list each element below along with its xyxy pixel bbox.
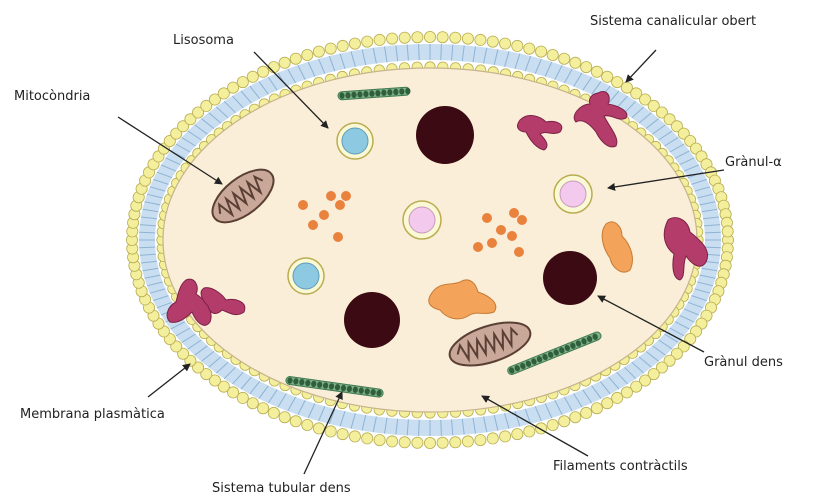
lipid-head-outer bbox=[424, 437, 435, 448]
canalicular-pointer bbox=[626, 50, 656, 82]
lipid-head-outer bbox=[547, 419, 558, 430]
lipid-head-outer bbox=[337, 429, 348, 440]
lipid-head-outer bbox=[559, 416, 570, 427]
lipid-head-outer bbox=[362, 36, 373, 47]
lipid-head-outer bbox=[487, 433, 498, 444]
lipid-head-outer bbox=[258, 66, 269, 77]
lipid-head-outer bbox=[399, 437, 410, 448]
lipid-head-outer bbox=[500, 38, 511, 49]
lipid-head-outer bbox=[247, 71, 258, 82]
lipid-head-outer bbox=[475, 435, 486, 446]
label-alpha-granule: Grànul-α bbox=[725, 156, 782, 169]
lipid-head-outer bbox=[450, 32, 461, 43]
lipid-head-outer bbox=[279, 412, 290, 423]
lipid-head-outer bbox=[547, 49, 558, 60]
lipid-head-outer bbox=[536, 46, 547, 57]
lipid-head-outer bbox=[412, 32, 423, 43]
label-mitochondria: Mitocòndria bbox=[14, 90, 90, 103]
lipid-head-outer bbox=[570, 412, 581, 423]
lipid-head-outer bbox=[302, 419, 313, 430]
lipid-head-outer bbox=[524, 43, 535, 54]
lipid-head-outer bbox=[450, 437, 461, 448]
lipid-head-outer bbox=[559, 53, 570, 64]
label-dense-granule: Grànul dens bbox=[704, 356, 783, 369]
lipid-head-outer bbox=[612, 392, 623, 403]
lipid-head-outer bbox=[512, 429, 523, 440]
lipid-head-outer bbox=[570, 57, 581, 68]
lipid-head-outer bbox=[290, 53, 301, 64]
lipid-head-outer bbox=[602, 398, 613, 409]
membrane-pointer bbox=[148, 364, 190, 397]
lipid-head-outer bbox=[581, 62, 592, 73]
lipid-tail bbox=[139, 232, 155, 233]
lipid-tail bbox=[705, 232, 721, 233]
lipid-head-outer bbox=[591, 66, 602, 77]
lipid-head-outer bbox=[524, 426, 535, 437]
lipid-head-outer bbox=[349, 431, 360, 442]
lipid-head-outer bbox=[591, 403, 602, 414]
lipid-head-outer bbox=[387, 33, 398, 44]
lipid-tail bbox=[441, 420, 442, 436]
lipid-head-outer bbox=[290, 416, 301, 427]
lipid-head-outer bbox=[325, 426, 336, 437]
lipid-head-outer bbox=[437, 32, 448, 43]
label-plasma-membrane: Membrana plasmàtica bbox=[20, 408, 165, 421]
lipid-head-outer bbox=[325, 43, 336, 54]
lipid-head-outer bbox=[487, 36, 498, 47]
lipid-tail bbox=[139, 247, 155, 248]
lipid-head-outer bbox=[462, 33, 473, 44]
lipid-head-outer bbox=[412, 437, 423, 448]
lipid-head-outer bbox=[387, 436, 398, 447]
lipid-head-outer bbox=[374, 34, 385, 45]
label-contractile-filaments: Filaments contràctils bbox=[553, 460, 688, 473]
lipid-tail bbox=[419, 420, 420, 436]
lipid-head-outer bbox=[279, 57, 290, 68]
lipid-head-outer bbox=[581, 407, 592, 418]
lipid-tail bbox=[419, 44, 420, 60]
lipid-head-outer bbox=[237, 77, 248, 88]
label-lysosome: Lisosoma bbox=[173, 34, 234, 47]
lipid-tail bbox=[705, 247, 721, 248]
lipid-head-outer bbox=[258, 403, 269, 414]
lipid-head-outer bbox=[247, 398, 258, 409]
lipid-head-outer bbox=[475, 34, 486, 45]
lipid-head-outer bbox=[268, 407, 279, 418]
lipid-head-outer bbox=[349, 38, 360, 49]
lipid-head-outer bbox=[512, 40, 523, 51]
lipid-tail bbox=[441, 44, 442, 60]
lipid-head-outer bbox=[602, 71, 613, 82]
lipid-head-outer bbox=[374, 435, 385, 446]
lipid-head-outer bbox=[722, 226, 733, 237]
lipid-head-outer bbox=[302, 49, 313, 60]
lipid-head-outer bbox=[337, 40, 348, 51]
lipid-head-outer bbox=[500, 431, 511, 442]
lipid-head-outer bbox=[268, 62, 279, 73]
lipid-head-outer bbox=[462, 436, 473, 447]
lipid-head-outer bbox=[437, 437, 448, 448]
lipid-head-outer bbox=[362, 433, 373, 444]
lipid-head-outer bbox=[399, 32, 410, 43]
label-open-canalicular-system: Sistema canalicular obert bbox=[590, 15, 756, 28]
lipid-head-outer bbox=[313, 46, 324, 57]
label-dense-tubular-system: Sistema tubular dens bbox=[212, 482, 351, 495]
lipid-head-outer bbox=[424, 31, 435, 42]
